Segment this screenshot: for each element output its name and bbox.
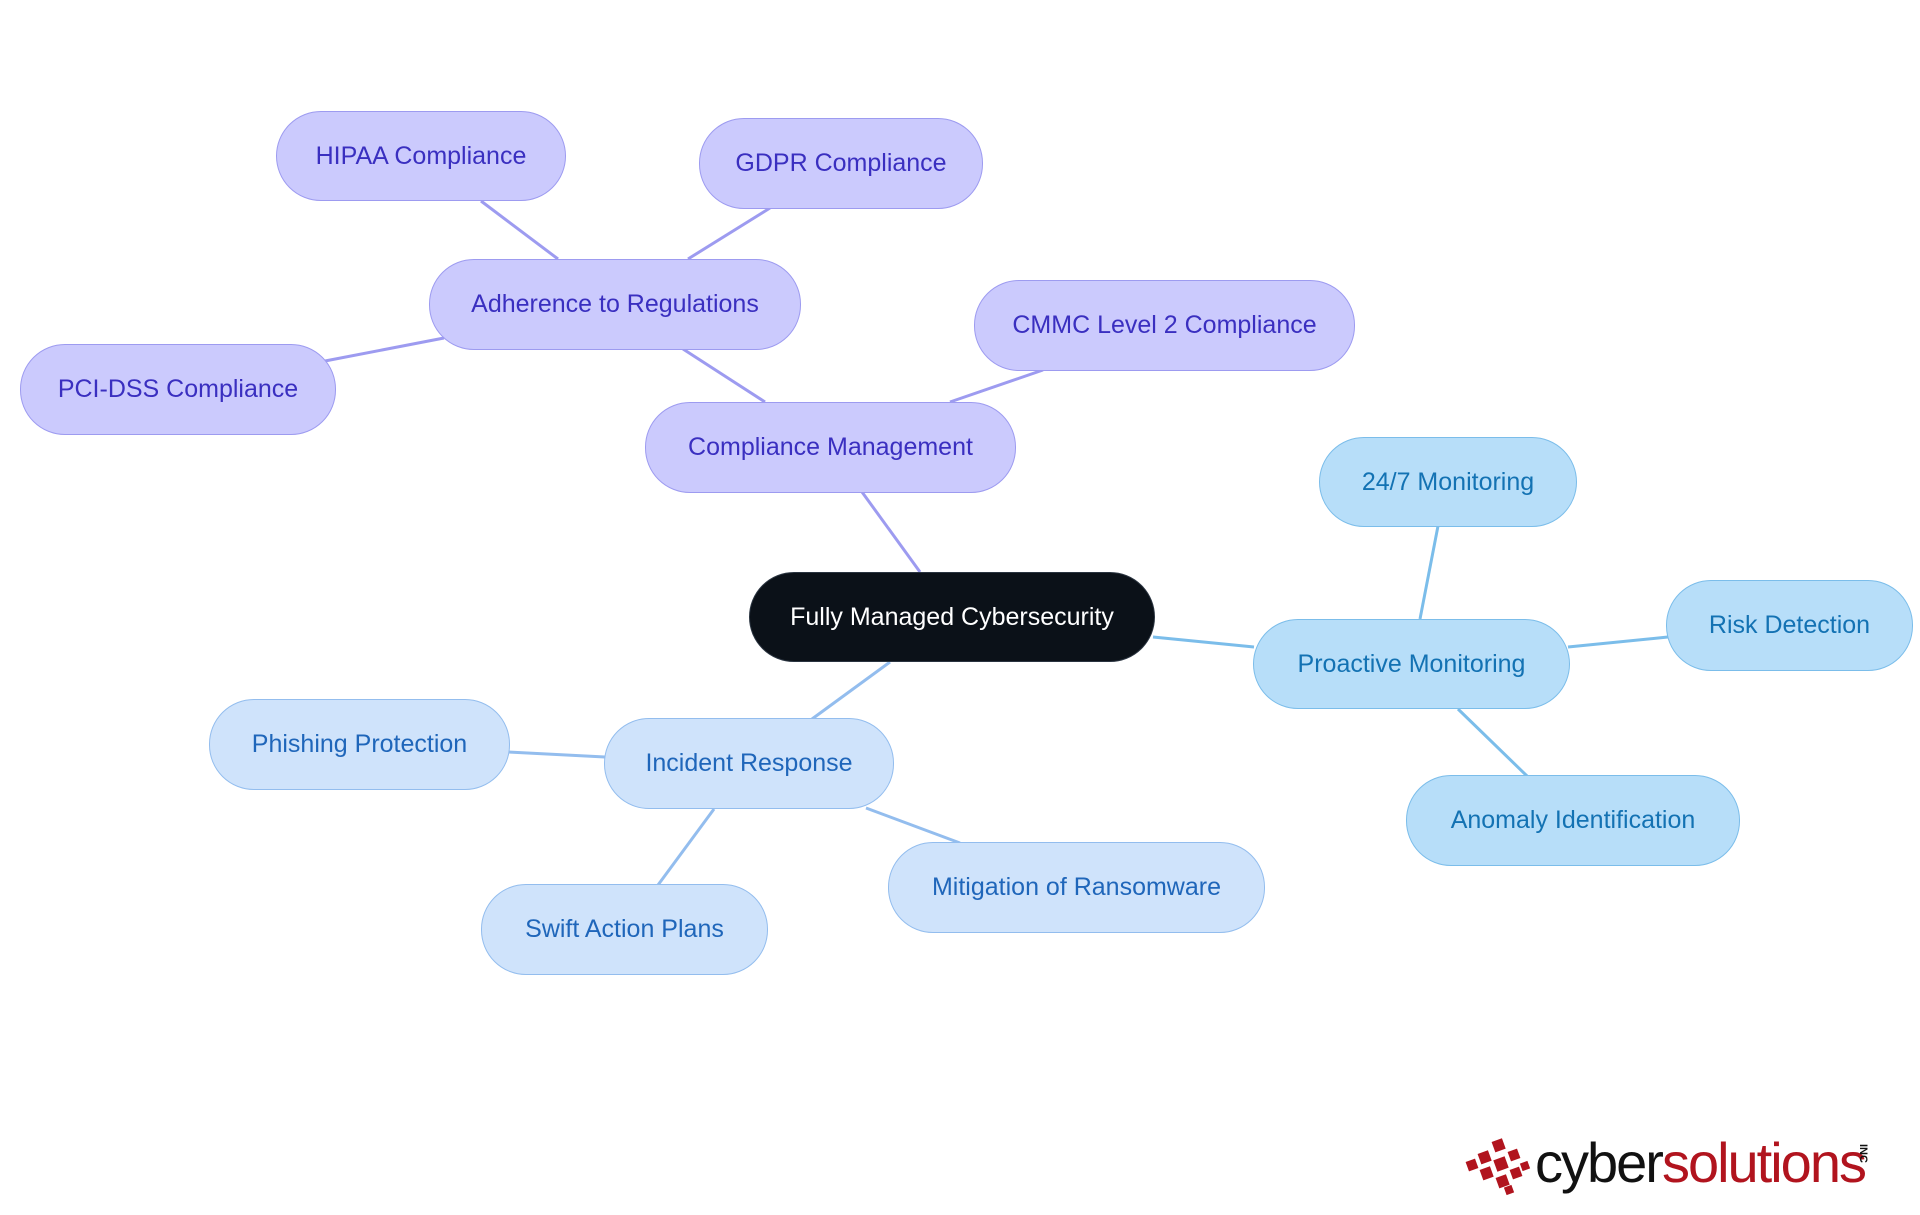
node-label: Incident Response [645,749,853,777]
node-pci-dss-compliance: PCI-DSS Compliance [20,344,336,435]
logo-mark-icon [1465,1138,1531,1196]
cybersolutions-logo: cybersolutions INC [1465,1128,1885,1198]
edge-adherence-pci [324,336,445,363]
node-swift-action-plans: Swift Action Plans [481,884,768,975]
node-phishing-protection: Phishing Protection [209,699,510,790]
node-hipaa-compliance: HIPAA Compliance [276,111,566,201]
node-label: CMMC Level 2 Compliance [1012,311,1317,339]
edge-monitoring-anomaly [1456,707,1529,778]
node-proactive-monitoring: Proactive Monitoring [1253,619,1570,709]
node-gdpr-compliance: GDPR Compliance [699,118,983,209]
node-cmmc-level-2-compliance: CMMC Level 2 Compliance [974,280,1355,371]
edge-adherence-hipaa [480,199,559,261]
root-node-label: Fully Managed Cybersecurity [790,602,1114,631]
node-label: Adherence to Regulations [471,290,759,318]
node-anomaly-identification: Anomaly Identification [1406,775,1740,866]
node-mitigation-of-ransomware: Mitigation of Ransomware [888,842,1265,933]
logo-text-solutions: solutions [1661,1131,1867,1194]
edge-monitoring-247 [1418,525,1440,620]
edge-root-incident [811,660,891,721]
node-label: Compliance Management [688,433,973,461]
edge-monitoring-risk [1567,635,1669,649]
edge-incident-phishing [507,750,606,759]
node-label: PCI-DSS Compliance [57,375,299,403]
edge-compliance-cmmc [949,368,1044,404]
node-adherence-to-regulations: Adherence to Regulations [429,259,801,350]
node-label: HIPAA Compliance [315,141,527,170]
node-compliance-management: Compliance Management [645,402,1016,493]
node-label: Anomaly Identification [1450,806,1696,834]
node-label: Phishing Protection [251,730,468,758]
edge-adherence-gdpr [687,206,771,261]
node-label: Risk Detection [1708,611,1871,639]
logo-text-cyber: cyber [1535,1131,1664,1194]
node-24-7-monitoring: 24/7 Monitoring [1319,437,1577,527]
logo-inc-suffix: INC [1857,1144,1869,1163]
edge-incident-ransomware [865,806,961,845]
node-label: Swift Action Plans [525,915,724,943]
root-node: Fully Managed Cybersecurity [749,572,1155,662]
node-incident-response: Incident Response [604,718,894,809]
node-risk-detection: Risk Detection [1666,580,1913,671]
node-label: 24/7 Monitoring [1361,467,1535,496]
edge-root-compliance [860,491,922,573]
edge-incident-swift [656,808,716,886]
edge-compliance-adherence [682,347,766,404]
node-label: GDPR Compliance [735,149,947,177]
edge-root-monitoring [1152,635,1255,649]
node-label: Proactive Monitoring [1297,649,1526,678]
node-label: Mitigation of Ransomware [931,873,1221,901]
logo-text: cybersolutions [1535,1130,1867,1195]
